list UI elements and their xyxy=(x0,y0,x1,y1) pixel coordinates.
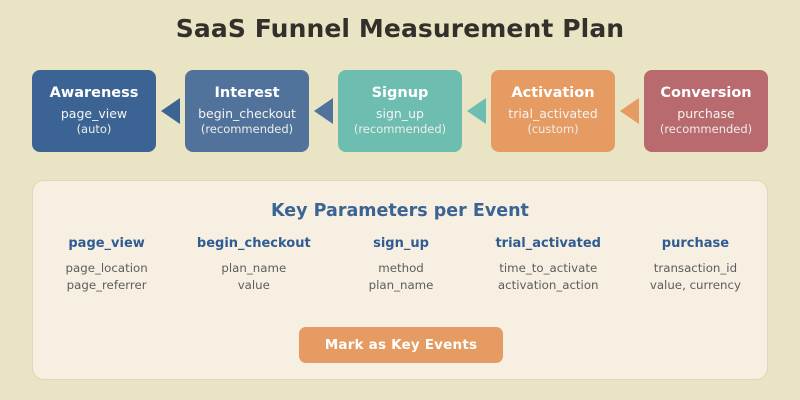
stage-event: sign_up xyxy=(376,106,424,122)
arrow-left-icon xyxy=(314,98,333,124)
key-parameters-panel: Key Parameters per Event page_view page_… xyxy=(32,180,768,380)
stage-tag: (recommended) xyxy=(659,122,753,137)
param-column-begin-checkout: begin_checkout plan_name value xyxy=(180,236,327,295)
param-item: transaction_id xyxy=(653,261,738,275)
stage-tag: (auto) xyxy=(76,122,112,137)
param-item: activation_action xyxy=(497,278,599,293)
stage-name: Activation xyxy=(511,85,595,102)
arrow-left-icon xyxy=(161,98,180,124)
param-item: page_referrer xyxy=(66,278,147,293)
stage-event: purchase xyxy=(677,106,735,122)
param-item: time_to_activate xyxy=(499,261,598,275)
param-item: page_location xyxy=(65,261,148,275)
stage-tag: (recommended) xyxy=(353,122,447,137)
cta-container: Mark as Key Events xyxy=(33,327,769,363)
stage-event: page_view xyxy=(60,106,128,122)
stage-event: trial_activated xyxy=(508,106,598,122)
funnel-stage-awareness[interactable]: Awareness page_view (auto) xyxy=(32,70,156,152)
page-title: SaaS Funnel Measurement Plan xyxy=(175,14,625,43)
param-item: plan_name xyxy=(221,261,287,275)
panel-title: Key Parameters per Event xyxy=(271,201,529,221)
stage-name: Awareness xyxy=(49,85,139,102)
funnel-diagram: Awareness page_view (auto) Interest begi… xyxy=(32,70,768,152)
arrow-left-icon xyxy=(620,98,639,124)
stage-tag: (recommended) xyxy=(200,122,294,137)
funnel-stage-conversion[interactable]: Conversion purchase (recommended) xyxy=(644,70,768,152)
param-event-name: page_view xyxy=(68,236,145,251)
param-item: method xyxy=(378,261,424,275)
stage-event: begin_checkout xyxy=(198,106,296,122)
parameters-grid: page_view page_location page_referrer be… xyxy=(33,236,769,295)
funnel-connector-2 xyxy=(309,70,338,152)
param-event-name: sign_up xyxy=(373,236,429,251)
param-column-page-view: page_view page_location page_referrer xyxy=(33,236,180,295)
stage-name: Signup xyxy=(371,85,429,102)
param-column-sign-up: sign_up method plan_name xyxy=(327,236,474,295)
arrow-left-icon xyxy=(467,98,486,124)
param-event-name: trial_activated xyxy=(495,236,601,251)
param-column-purchase: purchase transaction_id value, currency xyxy=(622,236,769,295)
funnel-stage-signup[interactable]: Signup sign_up (recommended) xyxy=(338,70,462,152)
funnel-connector-4 xyxy=(615,70,644,152)
funnel-connector-3 xyxy=(462,70,491,152)
funnel-stage-activation[interactable]: Activation trial_activated (custom) xyxy=(491,70,615,152)
stage-name: Conversion xyxy=(660,85,752,102)
stage-tag: (custom) xyxy=(527,122,579,137)
param-item: value xyxy=(237,278,270,293)
param-item: value, currency xyxy=(649,278,741,293)
param-column-trial-activated: trial_activated time_to_activate activat… xyxy=(475,236,622,295)
funnel-connector-1 xyxy=(156,70,185,152)
mark-as-key-events-button[interactable]: Mark as Key Events xyxy=(298,327,504,363)
param-item: plan_name xyxy=(368,278,434,293)
funnel-stage-interest[interactable]: Interest begin_checkout (recommended) xyxy=(185,70,309,152)
param-event-name: begin_checkout xyxy=(196,236,311,251)
param-event-name: purchase xyxy=(661,236,730,251)
stage-name: Interest xyxy=(214,85,280,102)
